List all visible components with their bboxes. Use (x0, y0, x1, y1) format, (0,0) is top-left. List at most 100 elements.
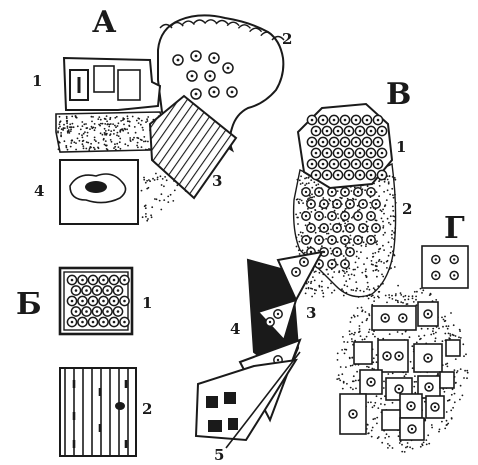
stipple-dot (126, 115, 129, 118)
stipple-dot (351, 340, 353, 343)
stipple-dot (425, 443, 428, 446)
stipple-dot (370, 435, 373, 438)
stipple-dot (88, 147, 91, 150)
stipple-dot (388, 268, 391, 270)
stipple-dot (416, 290, 418, 293)
cell-nucleus (376, 162, 380, 166)
stipple-dot (383, 262, 385, 264)
panel-a-letter: А (92, 5, 117, 40)
panel-a-cell-c (117, 69, 141, 101)
cell-nucleus (176, 58, 180, 62)
cell-nucleus (91, 299, 95, 303)
stipple-dot (143, 136, 146, 138)
cell-nucleus (208, 74, 212, 78)
stipple-dot (58, 141, 61, 144)
stipple-dot (466, 377, 468, 380)
stipple-dot (128, 120, 131, 123)
cell-nucleus (380, 173, 384, 177)
stipple-dot (428, 442, 431, 445)
cell-nucleus (102, 278, 105, 282)
stipple-dot (317, 183, 320, 186)
panel-v-label-4: 4 (230, 320, 240, 338)
stipple-dot (90, 146, 92, 149)
scallop-mark (159, 23, 173, 29)
stipple-dot (298, 179, 301, 182)
stipple-dot (109, 133, 112, 136)
stipple-dot (104, 133, 106, 136)
stipple-dot (383, 249, 385, 252)
stipple-dot (109, 139, 112, 141)
stipple-dot (418, 335, 420, 337)
stipple-dot (350, 190, 353, 192)
stipple-dot (69, 123, 72, 126)
stipple-dot (355, 387, 357, 390)
stipple-dot (373, 404, 376, 407)
stipple-dot (321, 289, 324, 292)
cell-nucleus (310, 140, 314, 144)
stipple-dot (373, 300, 375, 302)
stipple-dot (327, 232, 330, 235)
cell-nucleus (434, 274, 437, 277)
stipple-dot (305, 287, 308, 290)
stipple-dot (82, 132, 85, 135)
stipple-dot (310, 211, 313, 213)
stipple-dot (400, 301, 403, 303)
stipple-dot (349, 386, 352, 389)
stipple-dot (399, 292, 402, 294)
cell-nucleus (336, 151, 340, 155)
stipple-dot (297, 233, 300, 236)
stipple-dot (123, 123, 125, 126)
stipple-dot (307, 281, 310, 283)
stipple-dot (306, 246, 309, 249)
stipple-dot (137, 146, 139, 149)
stipple-dot (411, 367, 414, 370)
stipple-dot (395, 299, 397, 302)
stipple-dot (367, 297, 370, 300)
stipple-dot (392, 194, 394, 197)
panel-v-base-block-1 (206, 396, 218, 408)
stipple-dot (76, 125, 79, 128)
stipple-dot (328, 198, 331, 201)
stipple-dot (66, 125, 69, 128)
cell-nucleus (330, 214, 334, 218)
stipple-dot (110, 140, 113, 143)
cell-nucleus (433, 405, 437, 409)
stipple-dot (295, 236, 298, 239)
cell-nucleus (380, 151, 384, 155)
stipple-dot (305, 182, 308, 185)
stipple-dot (331, 276, 334, 279)
stipple-dot (106, 123, 109, 126)
cell-nucleus (314, 173, 318, 177)
cell-nucleus (335, 250, 339, 254)
stipple-dot (135, 119, 138, 122)
stipple-dot (347, 220, 349, 223)
stipple-dot (368, 328, 371, 331)
cell-nucleus (369, 190, 373, 194)
stipple-dot (73, 141, 76, 144)
stipple-dot (98, 123, 100, 126)
panel-a-label-4: 4 (34, 182, 44, 200)
stipple-dot (161, 178, 164, 180)
stipple-dot (337, 217, 340, 220)
panel-a-hatched-bundle (148, 94, 238, 200)
stipple-dot (66, 148, 69, 151)
stipple-dot (354, 331, 356, 334)
stipple-dot (389, 215, 392, 218)
cell-nucleus (347, 173, 351, 177)
stipple-dot (342, 336, 344, 338)
stipple-dot (405, 373, 407, 376)
stipple-dot (366, 257, 368, 260)
stipple-dot (353, 315, 356, 318)
stipple-dot (361, 310, 363, 313)
stipple-dot (113, 129, 115, 132)
stipple-dot (354, 268, 356, 271)
stipple-dot (382, 275, 385, 278)
stipple-dot (442, 318, 445, 321)
stipple-dot (463, 377, 465, 379)
stipple-dot (116, 125, 119, 127)
panel-b-label-1: 1 (142, 294, 152, 312)
panel-a-cell-b (93, 65, 115, 93)
stipple-dot (298, 240, 301, 243)
stipple-dot (136, 136, 139, 139)
cell-nucleus (95, 310, 99, 313)
